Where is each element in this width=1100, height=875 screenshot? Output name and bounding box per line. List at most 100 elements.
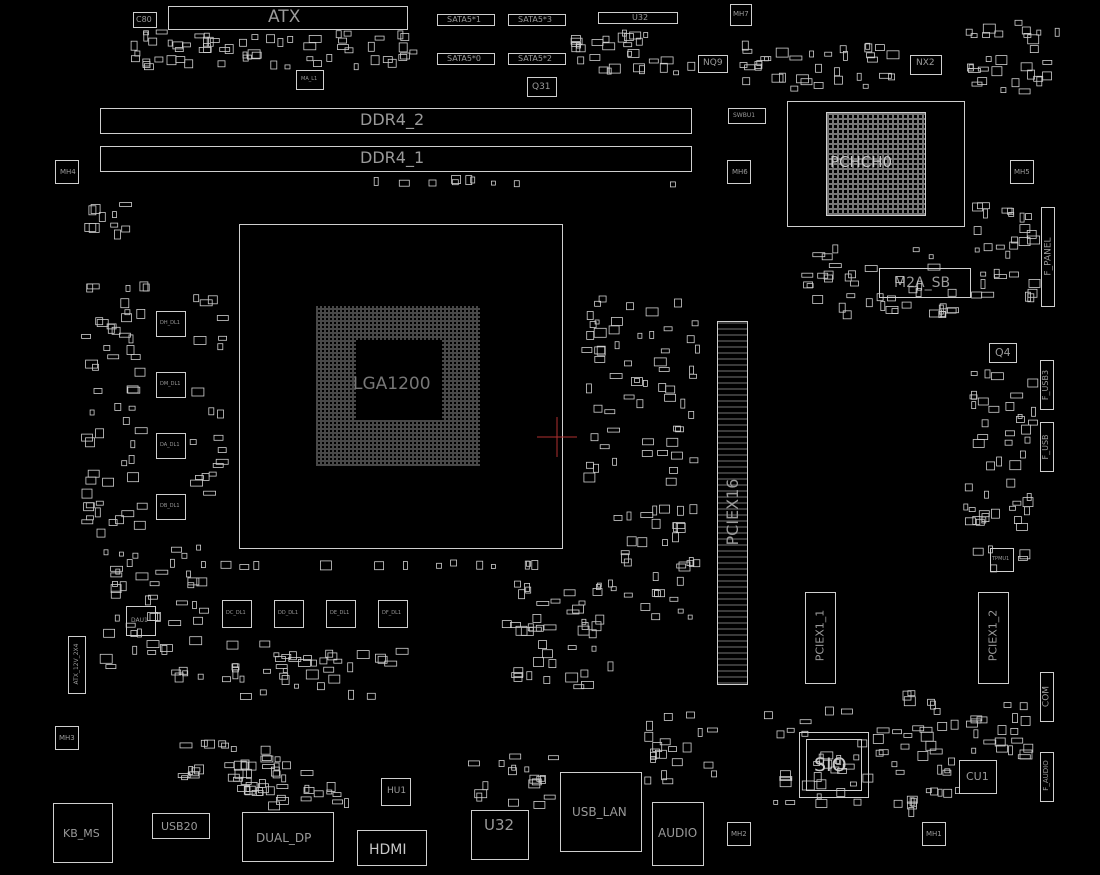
hdmi-port[interactable]: [357, 830, 427, 866]
smd-component: [654, 589, 665, 598]
ma-l1-part[interactable]: [296, 70, 324, 90]
f-usb3-header[interactable]: [1040, 360, 1054, 410]
smd-component: [200, 561, 206, 568]
usb20-port[interactable]: [152, 813, 210, 839]
smd-component: [598, 66, 609, 74]
smd-component: [231, 666, 239, 673]
smd-component: [1020, 716, 1031, 726]
smd-component: [594, 319, 600, 325]
smd-component: [964, 483, 973, 492]
smd-component: [875, 44, 885, 51]
smd-component: [253, 561, 260, 570]
f-panel-header[interactable]: [1041, 207, 1055, 307]
pciex1-2-slot[interactable]: [978, 592, 1009, 684]
smd-component: [395, 647, 409, 655]
smd-component: [172, 41, 184, 50]
q31-part[interactable]: [527, 77, 557, 97]
hu1-chip[interactable]: [381, 778, 411, 806]
u32-top-header[interactable]: [598, 12, 678, 24]
swbu1-part[interactable]: [728, 108, 766, 124]
smd-component: [572, 604, 584, 614]
pch-chip[interactable]: [826, 112, 926, 216]
pciex16-slot[interactable]: [717, 321, 748, 685]
tpm-part[interactable]: [990, 548, 1014, 572]
audio-port[interactable]: [652, 802, 704, 866]
mh7-hole[interactable]: [730, 4, 752, 26]
nq9-part[interactable]: [698, 55, 728, 73]
atx12v-connector[interactable]: [68, 636, 86, 694]
smd-component: [929, 309, 942, 318]
cu1-chip[interactable]: [959, 760, 997, 794]
m2a-slot[interactable]: [879, 268, 971, 298]
smd-component: [917, 751, 929, 761]
smd-component: [1016, 416, 1025, 423]
smd-component: [671, 758, 683, 767]
pciex1-1-slot[interactable]: [805, 592, 836, 684]
smd-component: [853, 798, 862, 806]
df-l1-choke[interactable]: [378, 600, 408, 628]
smd-component: [575, 44, 586, 53]
smd-component: [790, 85, 799, 92]
smd-component: [691, 320, 699, 327]
sata-2-connector[interactable]: [508, 53, 566, 65]
f-audio-header[interactable]: [1040, 752, 1054, 802]
dual-dp-label: DUAL_DP: [256, 831, 312, 845]
db-l1-choke[interactable]: [156, 494, 186, 520]
q4-part[interactable]: [989, 343, 1017, 363]
smd-component: [970, 371, 978, 376]
sata-1-connector[interactable]: [437, 14, 495, 26]
mh1-hole[interactable]: [922, 822, 946, 846]
smd-component: [856, 72, 862, 81]
ddr4-2-slot[interactable]: [100, 108, 692, 134]
dh-l1-choke[interactable]: [156, 311, 186, 337]
sata-3-connector[interactable]: [508, 14, 566, 26]
smd-component: [885, 305, 899, 314]
mh6-hole[interactable]: [727, 160, 751, 184]
sio-chip[interactable]: [799, 732, 869, 798]
mh3-hole[interactable]: [55, 726, 79, 750]
smd-component: [565, 672, 579, 683]
da-l1-choke[interactable]: [156, 433, 186, 459]
mh2-hole[interactable]: [727, 822, 751, 846]
dm-l1-choke[interactable]: [156, 372, 186, 398]
smd-component: [626, 536, 637, 547]
smd-component: [543, 676, 551, 684]
smd-component: [120, 298, 130, 309]
dd-l1-choke[interactable]: [274, 600, 304, 628]
smd-component: [676, 563, 687, 569]
smd-component: [86, 515, 94, 521]
mh5-hole[interactable]: [1010, 160, 1034, 184]
mh4-hole[interactable]: [55, 160, 79, 184]
atx-connector[interactable]: [168, 6, 408, 30]
u32-bottom-port[interactable]: [471, 810, 529, 860]
ddr4-1-slot[interactable]: [100, 146, 692, 172]
smd-component: [128, 334, 134, 344]
dau1-label: DAU1: [131, 617, 148, 624]
u32-bottom-label: U32: [484, 816, 515, 834]
f-usb-header[interactable]: [1040, 422, 1054, 472]
com-header[interactable]: [1040, 672, 1054, 722]
c80-part[interactable]: [133, 12, 157, 28]
dual-dp-port[interactable]: [242, 812, 334, 862]
smd-component: [217, 447, 227, 454]
smd-component: [261, 755, 272, 761]
smd-component: [876, 727, 890, 734]
nx2-part[interactable]: [910, 55, 942, 75]
smd-component: [908, 807, 915, 817]
smd-component: [174, 672, 184, 683]
smd-component: [1019, 224, 1031, 234]
smd-component: [984, 369, 991, 379]
smd-component: [653, 357, 667, 367]
smd-component: [799, 719, 812, 725]
sata-2-label: SATA5*2: [518, 54, 552, 63]
smd-component: [275, 664, 288, 669]
sio-label: SIO: [814, 754, 847, 776]
smd-component: [773, 800, 779, 805]
dc-l1-choke[interactable]: [222, 600, 252, 628]
de-l1-choke[interactable]: [326, 600, 356, 628]
smd-component: [581, 618, 587, 625]
usb-lan-port[interactable]: [560, 772, 642, 852]
sata-0-connector[interactable]: [437, 53, 495, 65]
cpu-socket[interactable]: [239, 224, 563, 549]
kb-ms-port[interactable]: [53, 803, 113, 863]
